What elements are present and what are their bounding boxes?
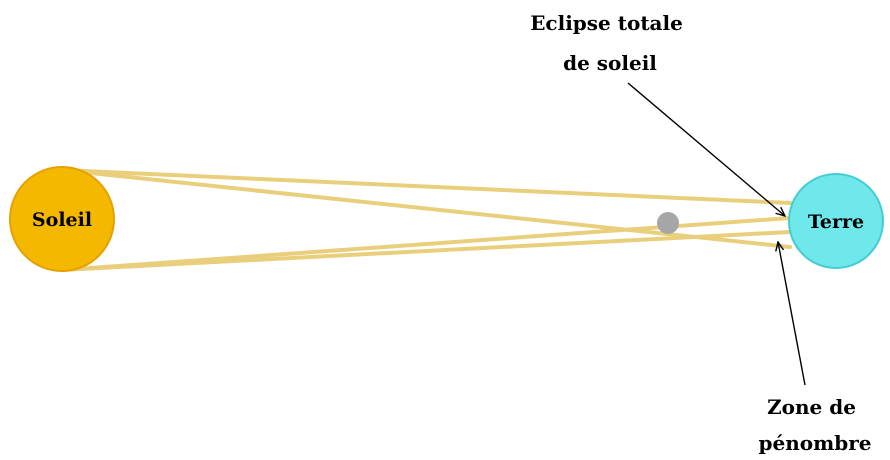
- penumbra-line-2: pénombre: [759, 431, 872, 455]
- total-eclipse-annotation: Eclipse totale de soleil: [530, 11, 785, 216]
- earth-label: Terre: [808, 211, 864, 233]
- penumbra-label: Zone de pénombre: [759, 395, 872, 455]
- penumbra-annotation: Zone de pénombre: [759, 242, 872, 455]
- ray-cross-up: [62, 218, 790, 270]
- light-rays: [62, 170, 790, 270]
- total-eclipse-label: Eclipse totale de soleil: [530, 11, 690, 75]
- penumbra-arrow: [778, 242, 805, 385]
- sun: Soleil: [10, 167, 114, 271]
- penumbra-line-1: Zone de: [767, 395, 856, 419]
- ray-outer-bottom: [62, 232, 790, 270]
- ray-outer-top: [62, 170, 790, 203]
- total-eclipse-line-1: Eclipse totale: [530, 11, 683, 35]
- sun-label: Soleil: [32, 209, 92, 231]
- moon: [657, 212, 679, 234]
- earth: Terre: [789, 174, 883, 268]
- total-eclipse-line-2: de soleil: [563, 51, 657, 75]
- ray-cross-down: [62, 170, 790, 247]
